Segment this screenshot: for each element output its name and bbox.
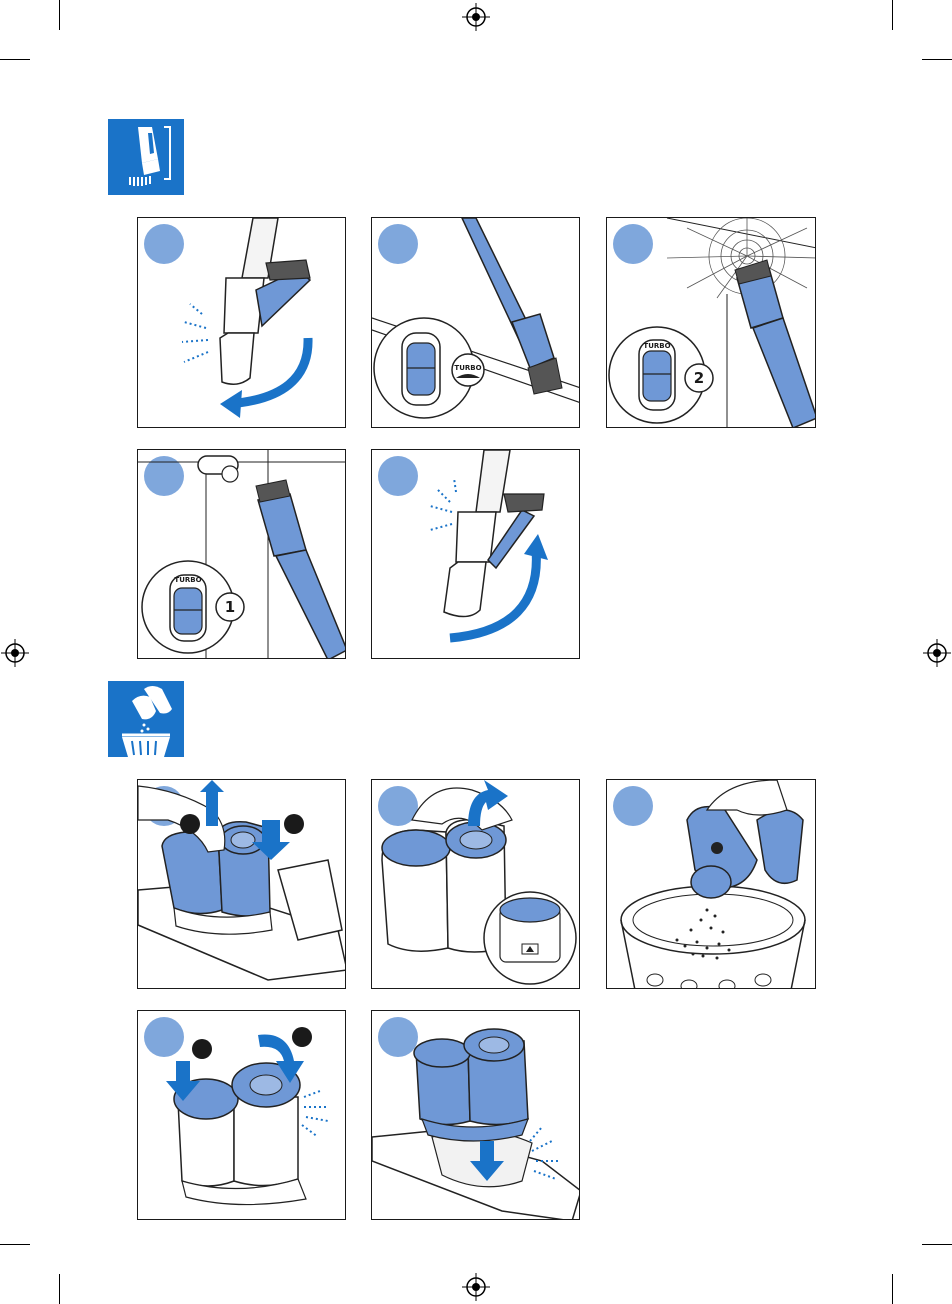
step-panel-2-3 (606, 779, 816, 989)
crop-mark (59, 1274, 60, 1304)
step-panel-2-1 (137, 779, 346, 989)
registration-mark-icon (461, 1272, 491, 1302)
step-panel-2-2 (371, 779, 580, 989)
step-panel-2-5 (371, 1010, 580, 1220)
crop-mark (0, 59, 30, 60)
step-panel-2-4 (137, 1010, 346, 1220)
registration-mark-icon (922, 638, 952, 668)
step-panel-1-4: TURBO 1 (137, 449, 346, 659)
callout-number: 2 (694, 369, 704, 387)
step-panel-1-5 (371, 449, 580, 659)
empty-dust-container-icon (108, 681, 184, 757)
crop-mark (0, 1244, 30, 1245)
crop-mark (922, 1244, 952, 1245)
crop-mark (892, 1274, 893, 1304)
callout-number: 1 (225, 598, 235, 616)
step-panel-1-3: TURBO 2 (606, 217, 816, 428)
turbo-label: TURBO (454, 364, 481, 372)
registration-mark-icon (0, 638, 30, 668)
registration-mark-icon (461, 2, 491, 32)
turbo-label: TURBO (643, 342, 670, 350)
crevice-brush-icon (108, 119, 184, 195)
turbo-label: TURBO (174, 576, 201, 584)
step-panel-1-1 (137, 217, 346, 428)
step-panel-1-2: TURBO (371, 217, 580, 428)
crop-mark (892, 0, 893, 30)
crop-mark (59, 0, 60, 30)
crop-mark (922, 59, 952, 60)
